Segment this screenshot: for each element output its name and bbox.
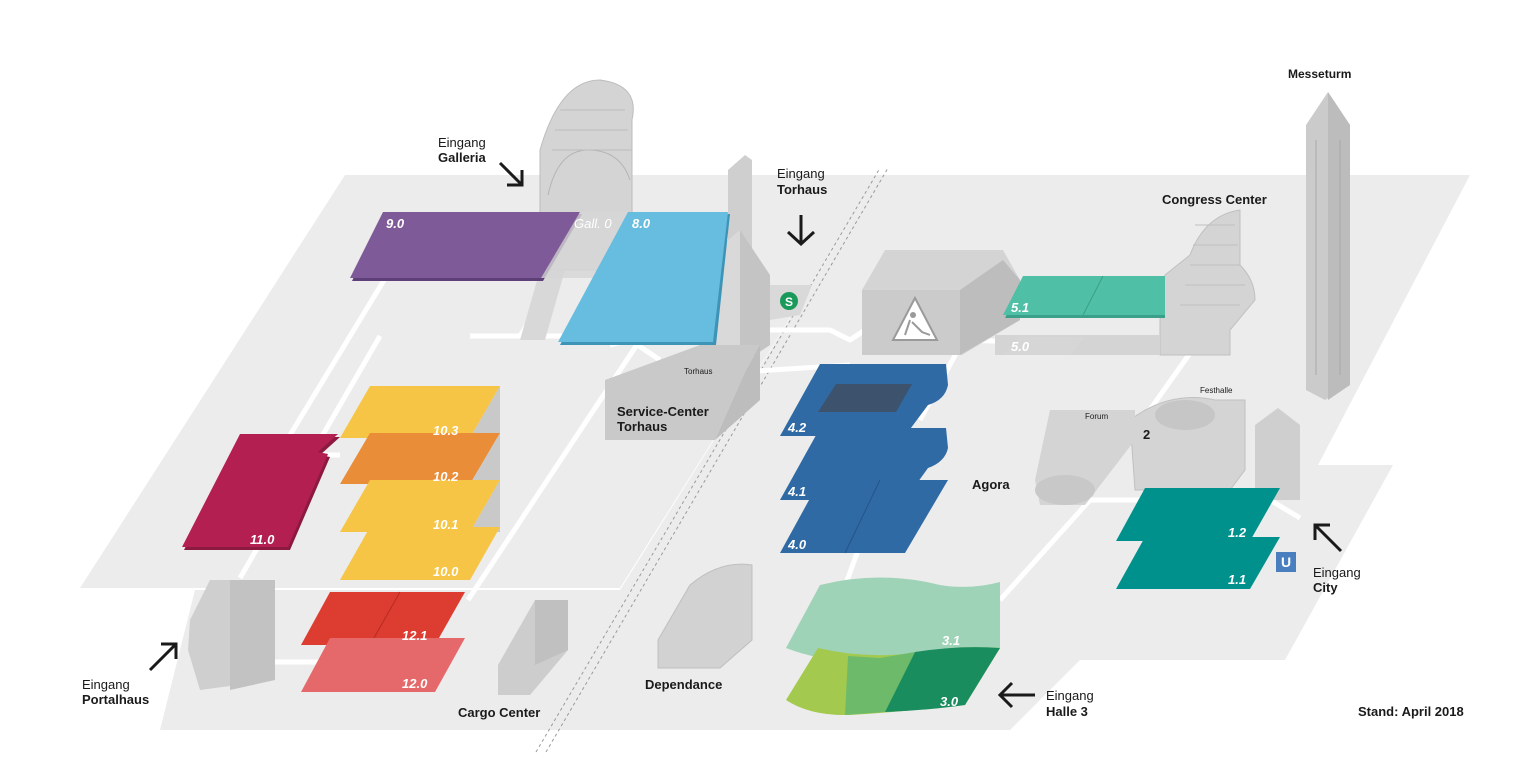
entrance-galleria-name[interactable]: Galleria	[438, 150, 486, 165]
entrance-torhaus-name[interactable]: Torhaus	[777, 182, 827, 197]
hall-label-12-1: 12.1	[402, 628, 427, 643]
dependance-label: Dependance	[645, 677, 722, 692]
railway-line-1	[535, 167, 881, 753]
messeturm-label: Messeturm	[1288, 67, 1351, 81]
hall-label-1-1: 1.1	[1228, 572, 1246, 587]
hall-label-10-1: 10.1	[433, 517, 458, 532]
railway-line-2	[545, 167, 889, 753]
ubahn-icon[interactable]: U	[1276, 552, 1296, 572]
hall-label-8-0: 8.0	[632, 216, 651, 231]
hall-11-0[interactable]	[182, 434, 340, 550]
arrow-up-left-icon	[1313, 523, 1343, 553]
hall-5-0[interactable]	[1003, 337, 1085, 355]
hall-label-4-2: 4.2	[787, 420, 807, 435]
dependance-building	[657, 563, 753, 669]
forum-building	[1035, 410, 1135, 505]
hall-3-1[interactable]	[786, 577, 1000, 662]
hall-label-3-0: 3.0	[940, 694, 959, 709]
hall-label-4-1: 4.1	[787, 484, 806, 499]
hall-10-0[interactable]	[340, 527, 500, 580]
hall-label-9-0: 9.0	[386, 216, 405, 231]
hall-label-1-2: 1.2	[1228, 525, 1247, 540]
stand-date-label: Stand: April 2018	[1358, 704, 1464, 719]
hall-label-10-0: 10.0	[433, 564, 459, 579]
hall-label-gall-0: Gall. 0	[574, 216, 612, 231]
entrance-galleria-word: Eingang	[438, 135, 486, 150]
hall-label-3-1: 3.1	[942, 633, 960, 648]
hall-label-11-0: 11.0	[250, 532, 275, 547]
arrow-left-icon	[997, 681, 1035, 709]
hall-10-1[interactable]	[340, 480, 500, 532]
service-center-block	[605, 345, 760, 440]
hall-9-0[interactable]	[350, 212, 582, 281]
svg-text:U: U	[1281, 554, 1291, 570]
hall-label-10-3: 10.3	[433, 423, 459, 438]
forum-label: Forum	[1085, 412, 1108, 421]
service-center-label-2: Torhaus	[617, 419, 667, 434]
construction-icon	[891, 295, 939, 341]
congress-center-label: Congress Center	[1162, 192, 1267, 207]
arrow-up-right-icon	[148, 642, 178, 672]
hall-label-4-0: 4.0	[787, 537, 807, 552]
hall-1-1[interactable]	[1116, 537, 1280, 589]
festhalle-label: Festhalle	[1200, 386, 1233, 395]
hall-gall-0[interactable]	[541, 212, 628, 278]
agora-label: Agora	[972, 477, 1010, 492]
torhaus-small-label: Torhaus	[684, 367, 712, 376]
entrance-city-name[interactable]: City	[1313, 580, 1338, 595]
hall-4-2[interactable]	[780, 364, 948, 436]
arrow-down-right-icon	[498, 161, 524, 187]
hall-10-2[interactable]	[340, 433, 500, 484]
festhalle-building	[1129, 397, 1300, 500]
festhalle-number: 2	[1143, 427, 1150, 442]
entrance-city-word: Eingang	[1313, 565, 1361, 580]
hall-10-3[interactable]	[340, 386, 500, 438]
hall-3-0[interactable]	[786, 647, 1000, 716]
hall-label-10-2: 10.2	[433, 469, 459, 484]
hall-label-5-1: 5.1	[1011, 300, 1029, 315]
messeturm-building	[1306, 92, 1350, 400]
svg-text:S: S	[785, 295, 793, 309]
portalhaus-building	[188, 580, 275, 690]
hall-label-5-0: 5.0	[1011, 339, 1030, 354]
hall-5-1[interactable]	[1003, 275, 1165, 318]
entrance-portalhaus-name[interactable]: Portalhaus	[82, 692, 149, 707]
hall-8-0[interactable]	[558, 212, 730, 345]
entrance-torhaus-word: Eingang	[777, 166, 825, 181]
entrance-halle3-name[interactable]: Halle 3	[1046, 704, 1088, 719]
service-center-label-1: Service-Center	[617, 404, 709, 419]
hall-label-12-0: 12.0	[402, 676, 428, 691]
hall-4-0[interactable]	[780, 479, 948, 554]
hall-1-2[interactable]	[1116, 488, 1280, 541]
hall-12-0[interactable]	[301, 638, 465, 692]
entrance-portalhaus-word: Eingang	[82, 677, 130, 692]
sbahn-icon[interactable]: S	[780, 292, 798, 310]
entrance-halle3-word: Eingang	[1046, 688, 1094, 703]
cargo-center-building	[498, 600, 568, 695]
arrow-down-icon	[786, 215, 816, 247]
hall-12-1[interactable]	[301, 591, 465, 646]
cargo-center-label: Cargo Center	[458, 705, 540, 720]
